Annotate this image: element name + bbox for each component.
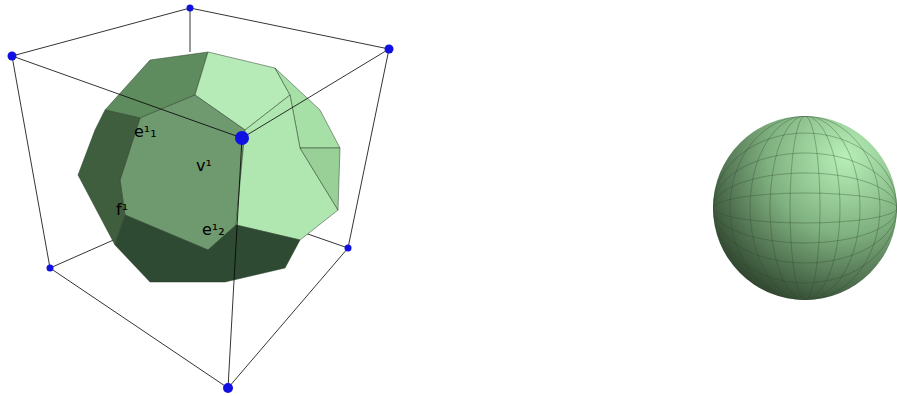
vertex-label: f¹ [116, 202, 128, 218]
vertex-label: e¹₁ [134, 124, 157, 140]
vertex-label: v¹ [196, 158, 212, 174]
control-points [8, 5, 394, 394]
subdivided-polyhedron [78, 52, 340, 282]
limit-sphere [713, 116, 897, 300]
vertex-label: e¹₂ [202, 222, 225, 238]
cube-wireframe [12, 8, 389, 388]
cube-wireframe [50, 8, 348, 268]
